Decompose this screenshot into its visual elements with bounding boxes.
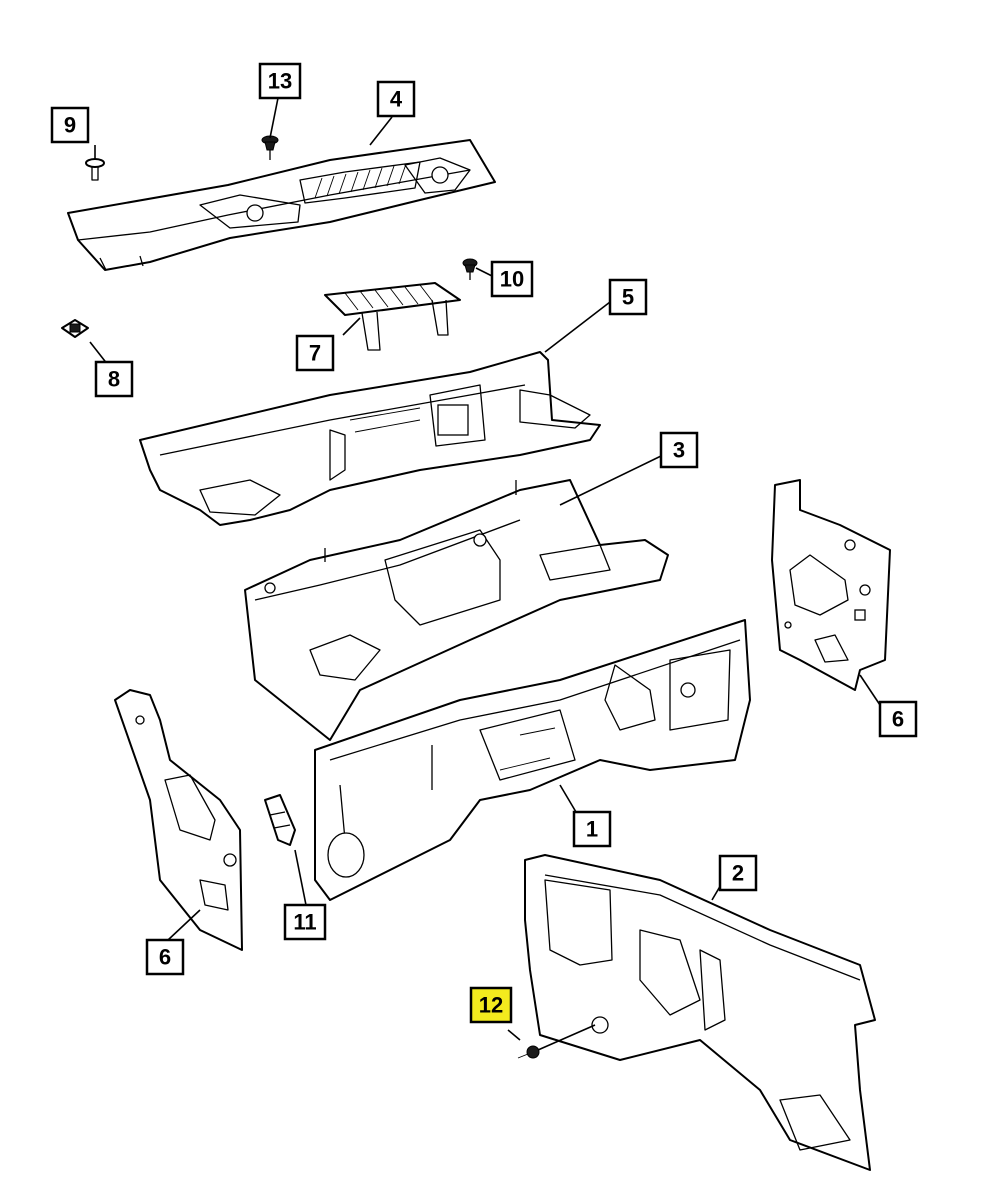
leader-lines [89, 97, 881, 1051]
part-10-bolt[interactable] [462, 258, 478, 280]
part-8-clip-nut[interactable] [61, 319, 89, 338]
part-4-cowl-top-panel[interactable] [67, 139, 496, 271]
svg-text:1: 1 [586, 817, 598, 842]
part-9-bolt[interactable] [85, 158, 105, 181]
svg-text:7: 7 [309, 341, 321, 366]
callout-7[interactable]: 7 [295, 334, 335, 372]
svg-text:9: 9 [64, 113, 76, 138]
svg-text:11: 11 [293, 910, 316, 935]
callout-8[interactable]: 8 [94, 360, 134, 398]
svg-text:6: 6 [159, 945, 171, 970]
callout-6-left[interactable]: 6 [145, 938, 185, 976]
callout-3[interactable]: 3 [659, 431, 699, 469]
callout-9[interactable]: 9 [50, 106, 90, 144]
svg-text:8: 8 [108, 367, 120, 392]
part-2-insulator[interactable] [524, 854, 876, 1171]
svg-text:6: 6 [892, 707, 904, 732]
svg-text:4: 4 [390, 87, 403, 112]
part-7-screen[interactable] [324, 282, 461, 351]
svg-text:13: 13 [268, 69, 292, 94]
callout-6-right[interactable]: 6 [878, 700, 918, 738]
callout-4[interactable]: 4 [376, 80, 416, 118]
callout-10[interactable]: 10 [490, 260, 534, 298]
callout-5[interactable]: 5 [608, 278, 648, 316]
part-11-bracket[interactable] [264, 794, 296, 846]
part-1-dash-panel[interactable] [314, 619, 751, 901]
callout-12[interactable]: 12 [469, 986, 513, 1024]
callout-1[interactable]: 1 [572, 810, 612, 848]
svg-text:3: 3 [673, 438, 685, 463]
svg-text:12: 12 [479, 993, 503, 1018]
callout-13[interactable]: 13 [258, 62, 302, 100]
svg-text:5: 5 [622, 285, 634, 310]
part-3-dash-panel-inner[interactable] [244, 479, 669, 741]
part-12-nut[interactable] [517, 1045, 540, 1059]
part-5-cowl-panel[interactable] [139, 351, 601, 526]
callout-2[interactable]: 2 [718, 854, 758, 892]
part-6-left-side-panel[interactable] [114, 689, 243, 951]
svg-text:2: 2 [732, 861, 744, 886]
callout-11[interactable]: 11 [283, 903, 327, 941]
part-13-bolt[interactable] [261, 135, 279, 160]
svg-text:10: 10 [500, 267, 524, 292]
part-6-right-side-panel[interactable] [771, 479, 891, 691]
